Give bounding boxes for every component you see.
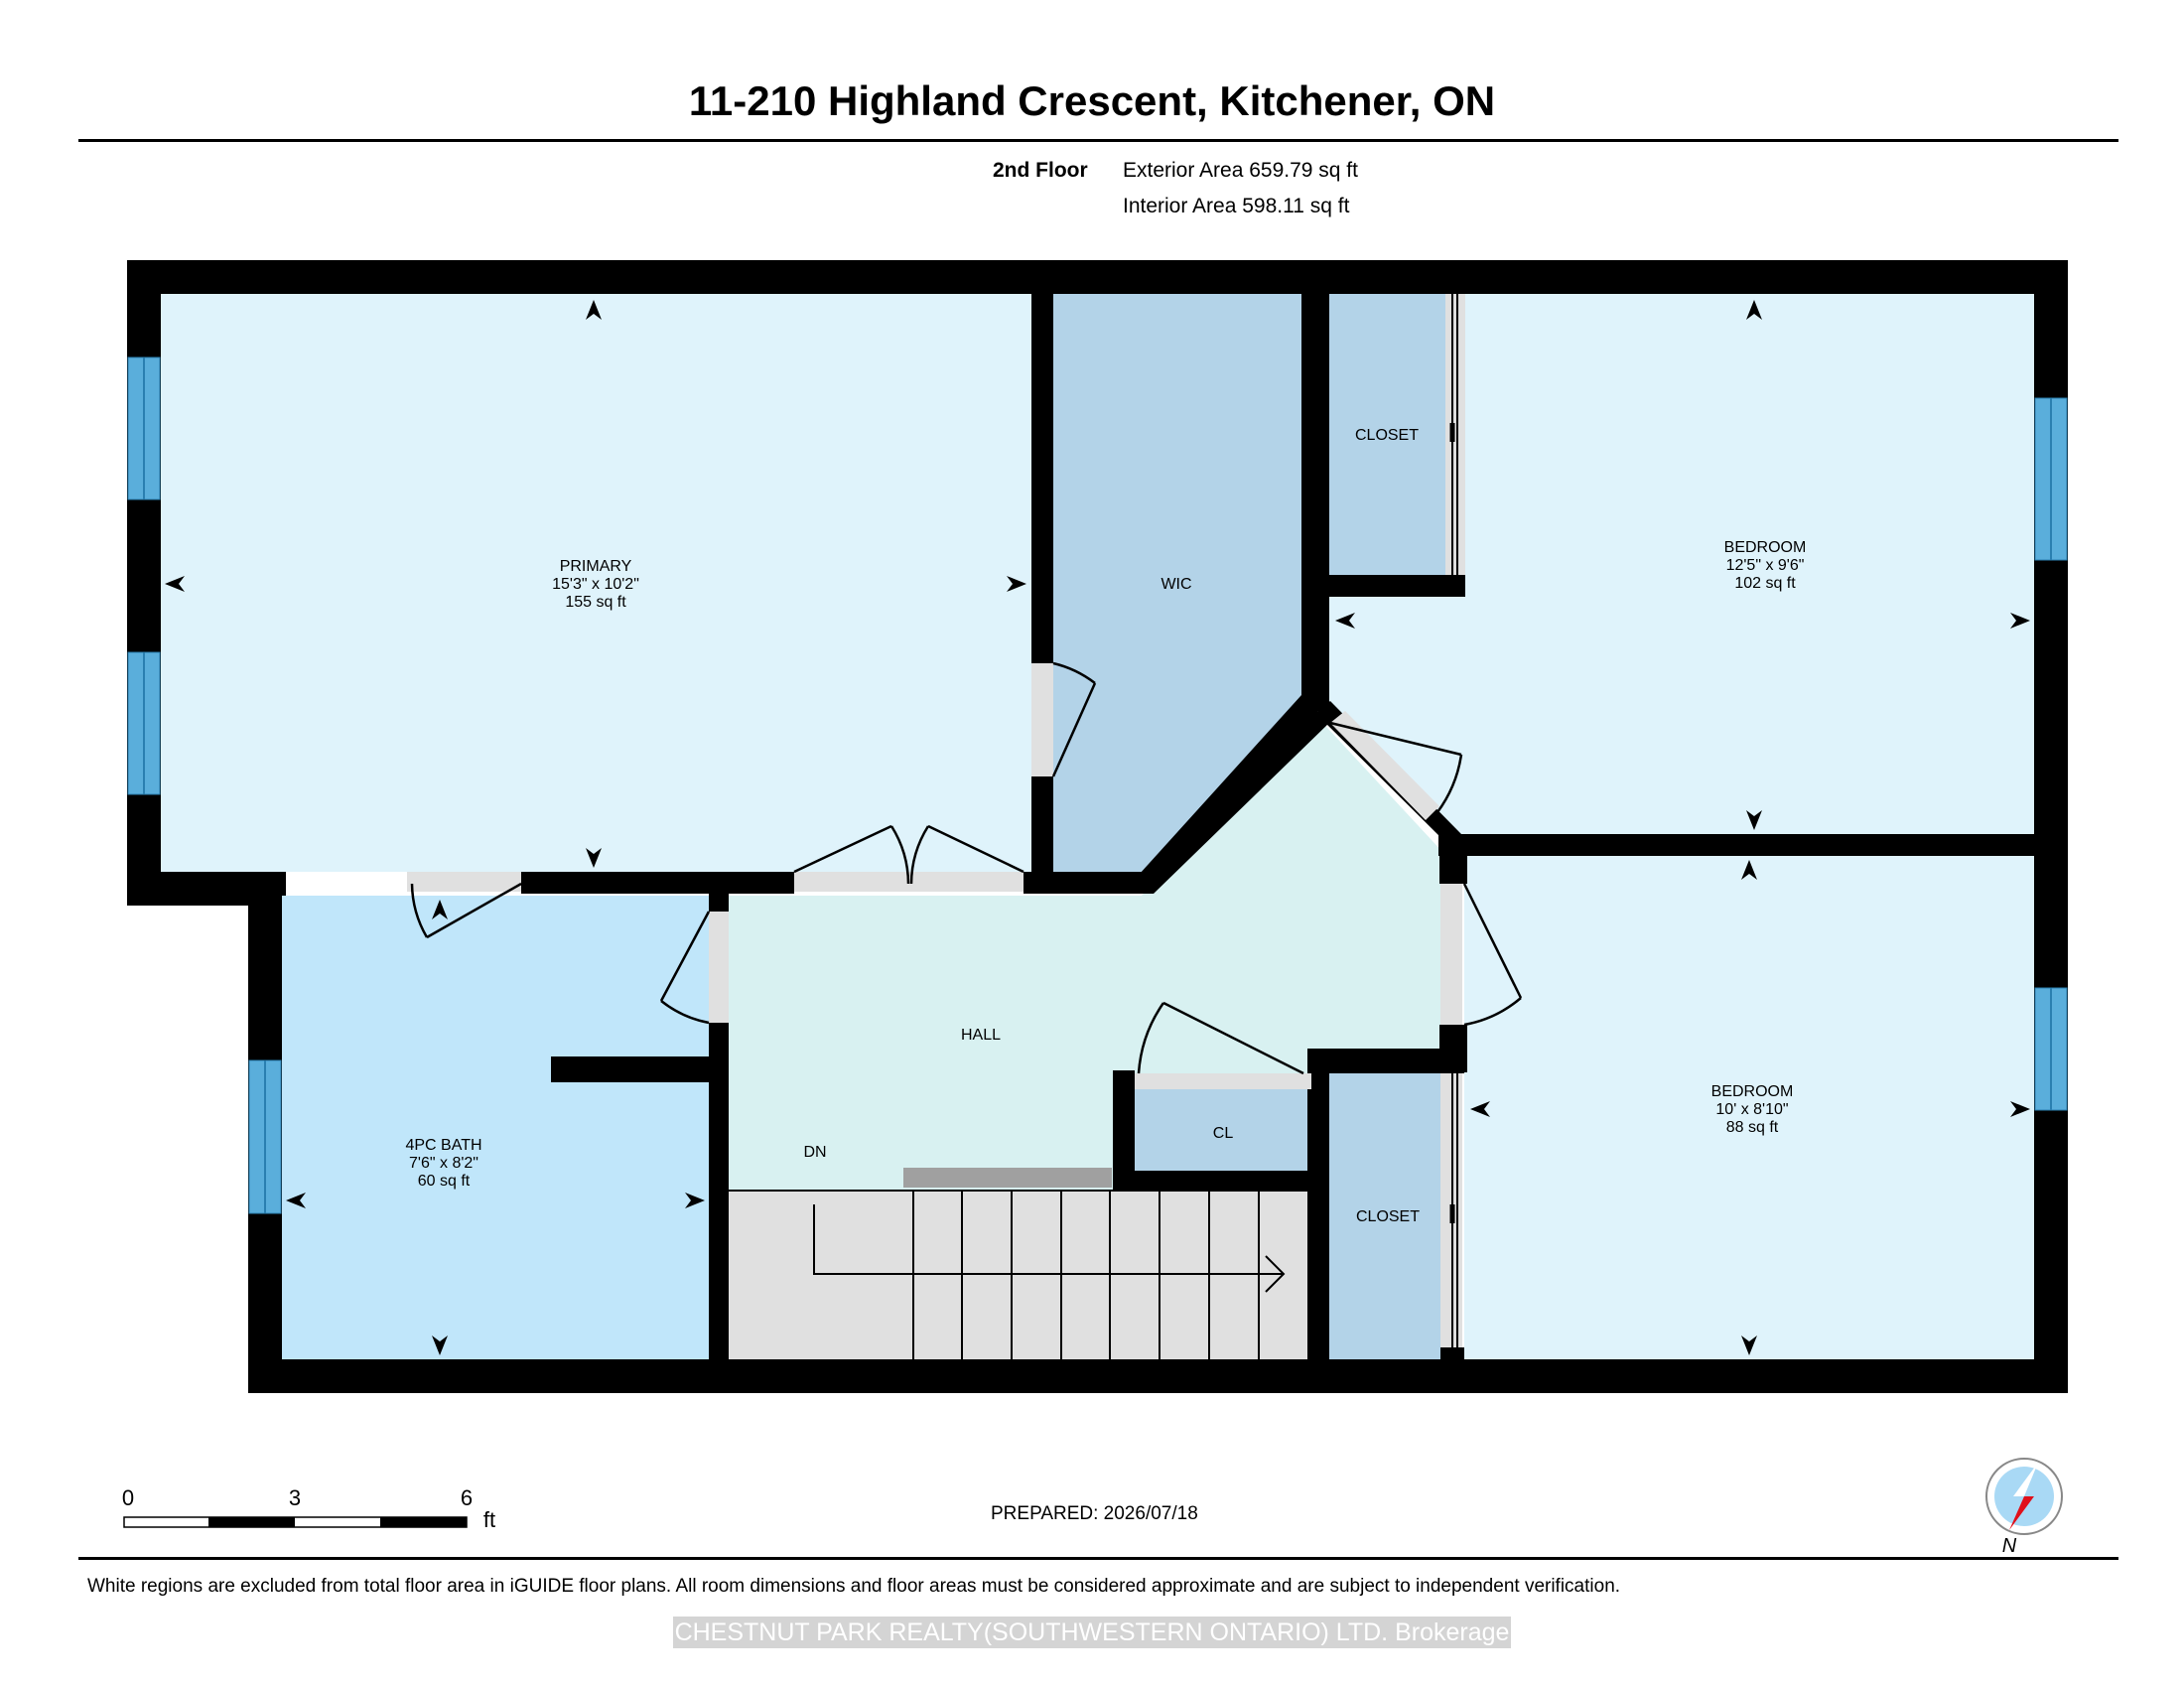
scale-tick-6: 6 (461, 1485, 473, 1510)
bedroom-top-name: BEDROOM (1724, 539, 1807, 556)
interior-area: Interior Area 598.11 sq ft (1123, 195, 1350, 217)
disclaimer-text: White regions are excluded from total fl… (87, 1576, 1621, 1597)
hall-name: HALL (961, 1027, 1001, 1044)
compass-north-label: N (2002, 1535, 2017, 1557)
bedroom-bottom-dims: 10' x 8'10" (1715, 1101, 1788, 1118)
interior-walls (521, 294, 2034, 1359)
room-labels: PRIMARY 15'3" x 10'2" 155 sq ft WIC CLOS… (405, 427, 1806, 1225)
primary-room (161, 294, 1031, 872)
bath-name: 4PC BATH (405, 1137, 481, 1154)
plan-title: 11-210 Highland Crescent, Kitchener, ON (688, 77, 1496, 124)
bath-room (282, 896, 709, 1359)
bedroom-bottom-name: BEDROOM (1711, 1083, 1794, 1100)
closet-top-name: CLOSET (1355, 427, 1419, 444)
closet-bottom-name: CLOSET (1356, 1208, 1420, 1225)
wic-name: WIC (1160, 576, 1191, 593)
exterior-area: Exterior Area 659.79 sq ft (1123, 159, 1358, 182)
primary-area: 155 sq ft (565, 594, 626, 611)
window-lines (143, 357, 2052, 1213)
compass-icon: N (1985, 1458, 2063, 1557)
primary-dims: 15'3" x 10'2" (552, 576, 639, 593)
brokerage-watermark: CHESTNUT PARK REALTY(SOUTHWESTERN ONTARI… (0, 1617, 2184, 1648)
bath-dims: 7'6" x 8'2" (409, 1155, 478, 1172)
closet-top-room (1329, 294, 1445, 575)
bedroom-top-dims: 12'5" x 9'6" (1726, 557, 1805, 574)
hall-room (729, 715, 1444, 1191)
primary-name: PRIMARY (560, 558, 632, 575)
dimension-markers (165, 300, 2030, 1355)
bedroom-bottom-room (1464, 854, 2034, 1359)
bedroom-top-room (1329, 294, 2034, 854)
scale-unit: ft (483, 1507, 495, 1532)
cl-room (1135, 1089, 1311, 1171)
prepared-date: PREPARED: 2026/07/18 (991, 1503, 1198, 1524)
cl-name: CL (1213, 1125, 1234, 1142)
header-rule (78, 139, 2118, 142)
stairs-label: DN (803, 1144, 826, 1161)
scale-bar: 0 3 6 ft (122, 1485, 495, 1532)
bedroom-top-area: 102 sq ft (1734, 575, 1796, 592)
footer-rule (78, 1557, 2118, 1560)
floor-label: 2nd Floor (993, 159, 1088, 182)
scale-tick-0: 0 (122, 1485, 134, 1510)
closet-bottom-room (1329, 1073, 1440, 1359)
sliding-doors (1449, 294, 1458, 1347)
scale-tick-3: 3 (289, 1485, 301, 1510)
watermark-text: CHESTNUT PARK REALTY(SOUTHWESTERN ONTARI… (672, 1617, 1512, 1648)
door-swings (410, 661, 1523, 1075)
wic-room (1053, 294, 1301, 876)
bedroom-bottom-area: 88 sq ft (1726, 1119, 1779, 1136)
bath-area: 60 sq ft (418, 1173, 471, 1190)
stair-direction-arrow (813, 1204, 1286, 1293)
